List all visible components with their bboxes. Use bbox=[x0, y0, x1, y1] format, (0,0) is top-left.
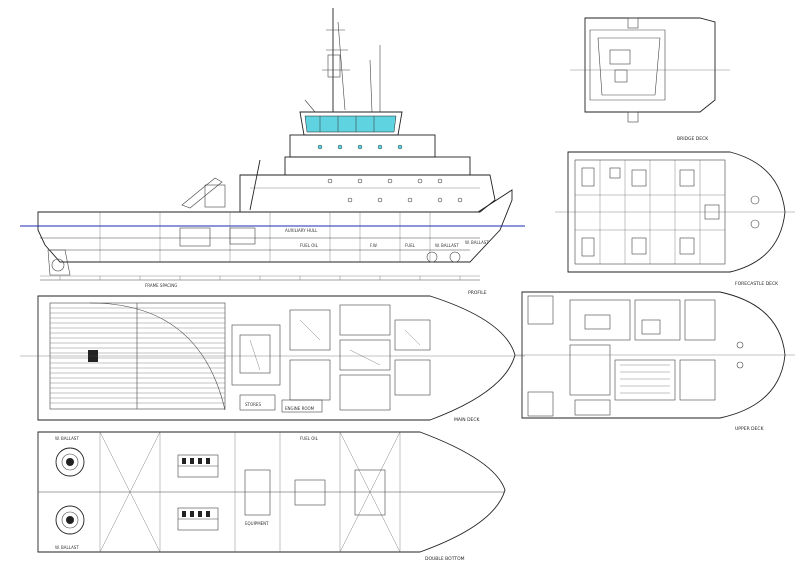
db-ballast-label-1: W. BALLAST bbox=[55, 436, 79, 441]
profile-tank-label-3: FUEL bbox=[405, 243, 416, 248]
upper-deck-view: UPPER DECK bbox=[515, 291, 795, 432]
bridge-deck-title: BRIDGE DECK bbox=[677, 136, 709, 142]
db-equipment-label: EQUIPMENT bbox=[245, 521, 269, 526]
db-ballast-label-2: W. BALLAST bbox=[55, 545, 79, 550]
portholes bbox=[317, 144, 403, 150]
forecastle-deck-view: FORECASTLE DECK bbox=[555, 151, 795, 287]
profile-tank-label-5: W. BALLAST bbox=[465, 240, 489, 245]
portholes-lower bbox=[327, 178, 463, 203]
profile-tank-label-1: FUEL OIL bbox=[300, 243, 319, 248]
thruster-port bbox=[55, 447, 85, 477]
main-deck-title: MAIN DECK bbox=[454, 417, 481, 423]
profile-tank-label-2: F.W. bbox=[370, 243, 378, 248]
main-deck-view: STORES ENGINE ROOM MAIN DECK bbox=[20, 295, 525, 423]
thruster-starboard bbox=[55, 505, 85, 535]
main-deck-engine-label: ENGINE ROOM bbox=[285, 406, 315, 411]
cargo-deck-planking bbox=[50, 307, 225, 404]
double-bottom-title: DOUBLE BOTTOM bbox=[425, 556, 465, 562]
profile-tank-label-4: W. BALLAST bbox=[435, 243, 459, 248]
bridge-deck-view: BRIDGE DECK bbox=[570, 17, 730, 142]
main-deck-stores-label: STORES bbox=[245, 402, 261, 407]
wheelhouse-glazing bbox=[304, 115, 397, 133]
forecastle-deck-title: FORECASTLE DECK bbox=[735, 281, 779, 287]
hull-marking: AUXILIARY HULL bbox=[285, 228, 318, 233]
double-bottom-view: W. BALLAST W. BALLAST EQUIPMENT FUEL OIL… bbox=[37, 431, 506, 562]
frame-scale-label: FRAME SPACING bbox=[145, 283, 177, 288]
profile-title: PROFILE bbox=[468, 290, 487, 296]
main-engines bbox=[177, 454, 219, 531]
upper-deck-title: UPPER DECK bbox=[735, 426, 765, 432]
db-fuel-label: FUEL OIL bbox=[300, 436, 319, 441]
hull-outline bbox=[37, 189, 513, 263]
profile-view: FRAME SPACING AUXILIARY HULL FUEL OIL F.… bbox=[20, 8, 525, 296]
